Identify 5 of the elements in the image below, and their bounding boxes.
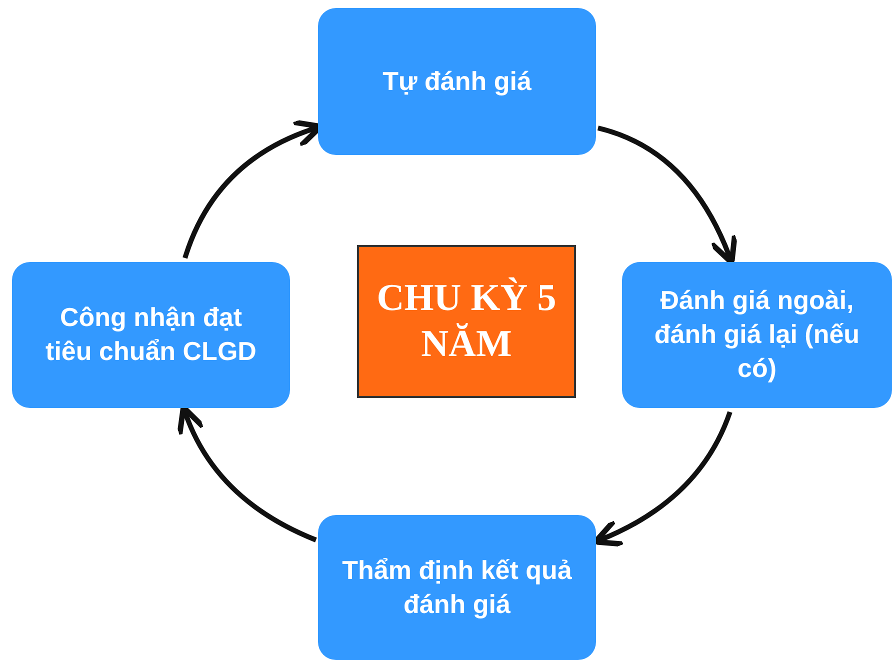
process-box: Đánh giá ngoài, đánh giá lại (nếu có) — [622, 262, 892, 408]
process-box: Công nhận đạt tiêu chuẩn CLGD — [12, 262, 290, 408]
center-box: CHU KỲ 5 NĂM — [357, 245, 576, 398]
process-box: Tự đánh giá — [318, 8, 596, 155]
process-box: Thẩm định kết quả đánh giá — [318, 515, 596, 660]
